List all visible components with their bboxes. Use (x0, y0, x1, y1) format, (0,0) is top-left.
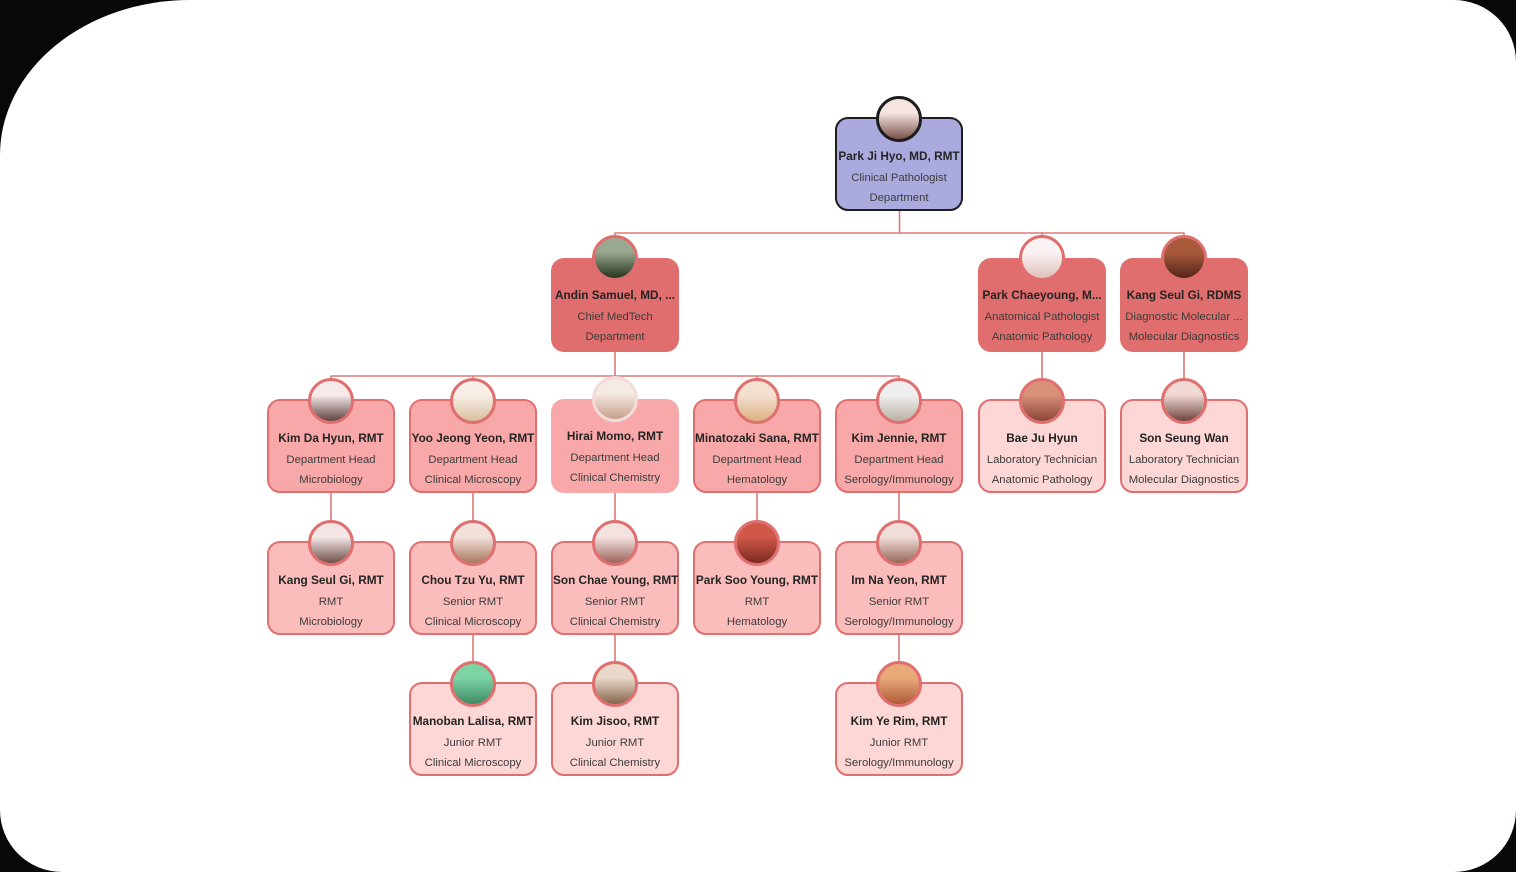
member-avatar (1019, 378, 1065, 424)
org-chart-node[interactable]: Manoban Lalisa, RMT Junior RMT Clinical … (409, 661, 537, 776)
member-role: Anatomical Pathologist (984, 311, 1100, 323)
member-avatar (592, 661, 638, 707)
org-chart-node[interactable]: Andin Samuel, MD, ... Chief MedTech Depa… (551, 235, 679, 352)
member-name: Kim Ye Rim, RMT (850, 714, 948, 728)
member-name: Chou Tzu Yu, RMT (421, 573, 525, 587)
member-avatar (876, 520, 922, 566)
member-department: Molecular Diagnostics (1128, 474, 1240, 486)
member-avatar (1161, 378, 1207, 424)
org-chart-node[interactable]: Hirai Momo, RMT Department Head Clinical… (551, 376, 679, 493)
org-chart-node[interactable]: Kim Ye Rim, RMT Junior RMT Serology/Immu… (835, 661, 963, 776)
org-chart-node[interactable]: Son Seung Wan Laboratory Technician Mole… (1120, 378, 1248, 493)
member-avatar (450, 520, 496, 566)
member-name: Hirai Momo, RMT (566, 429, 664, 443)
member-role: Senior RMT (442, 596, 504, 608)
member-role: RMT (744, 596, 770, 608)
org-chart-node[interactable]: Park Ji Hyo, MD, RMT Clinical Pathologis… (835, 96, 963, 211)
member-role: Department Head (570, 452, 660, 464)
member-avatar (308, 378, 354, 424)
member-name: Park Ji Hyo, MD, RMT (838, 149, 960, 163)
member-department: Clinical Microscopy (424, 757, 522, 769)
member-role: Junior RMT (443, 737, 503, 749)
member-role: Chief MedTech (577, 311, 653, 323)
member-department: Serology/Immunology (844, 474, 954, 486)
member-role: Clinical Pathologist (851, 172, 947, 184)
member-name: Kim Da Hyun, RMT (278, 431, 384, 445)
member-avatar (1161, 235, 1207, 281)
member-name: Manoban Lalisa, RMT (412, 714, 534, 728)
member-department: Molecular Diagnostics (1128, 331, 1240, 343)
member-name: Park Chaeyoung, M... (982, 288, 1102, 302)
member-role: RMT (318, 596, 344, 608)
org-chart-node[interactable]: Kim Da Hyun, RMT Department Head Microbi… (267, 378, 395, 493)
member-avatar (592, 520, 638, 566)
member-name: Andin Samuel, MD, ... (555, 288, 675, 302)
member-role: Laboratory Technician (1128, 454, 1240, 466)
member-department: Hematology (726, 474, 788, 486)
member-name: Im Na Yeon, RMT (851, 573, 947, 587)
member-department: Serology/Immunology (844, 616, 954, 628)
org-chart-node[interactable]: Kim Jisoo, RMT Junior RMT Clinical Chemi… (551, 661, 679, 776)
member-name: Son Seung Wan (1139, 431, 1229, 445)
member-name: Park Soo Young, RMT (695, 573, 819, 587)
member-department: Serology/Immunology (844, 757, 954, 769)
member-role: Department Head (428, 454, 518, 466)
member-avatar (876, 96, 922, 142)
member-avatar (450, 661, 496, 707)
member-department: Clinical Chemistry (569, 616, 661, 628)
member-department: Clinical Chemistry (569, 472, 661, 484)
member-department: Hematology (726, 616, 788, 628)
member-role: Senior RMT (868, 596, 930, 608)
org-chart-node[interactable]: Im Na Yeon, RMT Senior RMT Serology/Immu… (835, 520, 963, 635)
org-chart-node[interactable]: Yoo Jeong Yeon, RMT Department Head Clin… (409, 378, 537, 493)
member-name: Kang Seul Gi, RDMS (1126, 288, 1242, 302)
member-department: Anatomic Pathology (991, 331, 1093, 343)
member-name: Son Chae Young, RMT (553, 573, 679, 587)
member-name: Minatozaki Sana, RMT (695, 431, 819, 445)
member-role: Department Head (854, 454, 944, 466)
member-name: Kang Seul Gi, RMT (278, 573, 384, 587)
member-avatar (1019, 235, 1065, 281)
member-avatar (450, 378, 496, 424)
member-department: Department (585, 331, 645, 343)
member-name: Kim Jisoo, RMT (570, 714, 660, 728)
org-chart-node[interactable]: Park Chaeyoung, M... Anatomical Patholog… (978, 235, 1106, 352)
member-avatar (876, 661, 922, 707)
member-department: Microbiology (299, 616, 363, 628)
org-chart-node[interactable]: Chou Tzu Yu, RMT Senior RMT Clinical Mic… (409, 520, 537, 635)
member-avatar (592, 235, 638, 281)
member-role: Senior RMT (584, 596, 646, 608)
member-role: Junior RMT (869, 737, 929, 749)
member-name: Bae Ju Hyun (1006, 431, 1078, 445)
member-department: Clinical Chemistry (569, 757, 661, 769)
org-chart-node[interactable]: Bae Ju Hyun Laboratory Technician Anatom… (978, 378, 1106, 493)
member-avatar (592, 376, 638, 422)
member-avatar (308, 520, 354, 566)
member-department: Clinical Microscopy (424, 616, 522, 628)
org-chart-node[interactable]: Kang Seul Gi, RDMS Diagnostic Molecular … (1120, 235, 1248, 352)
member-role: Department Head (286, 454, 376, 466)
member-department: Microbiology (299, 474, 363, 486)
member-department: Anatomic Pathology (991, 474, 1093, 486)
member-role: Department Head (712, 454, 802, 466)
member-department: Clinical Microscopy (424, 474, 522, 486)
org-chart-node[interactable]: Son Chae Young, RMT Senior RMT Clinical … (551, 520, 679, 635)
org-chart-node[interactable]: Park Soo Young, RMT RMT Hematology (693, 520, 821, 635)
member-name: Yoo Jeong Yeon, RMT (411, 431, 535, 445)
member-name: Kim Jennie, RMT (851, 431, 947, 445)
member-role: Laboratory Technician (986, 454, 1098, 466)
org-chart-node[interactable]: Kim Jennie, RMT Department Head Serology… (835, 378, 963, 493)
member-role: Junior RMT (585, 737, 645, 749)
org-chart-node[interactable]: Minatozaki Sana, RMT Department Head Hem… (693, 378, 821, 493)
member-role: Diagnostic Molecular ... (1125, 311, 1243, 323)
member-avatar (734, 520, 780, 566)
org-chart-node[interactable]: Kang Seul Gi, RMT RMT Microbiology (267, 520, 395, 635)
member-department: Department (869, 192, 929, 204)
member-avatar (734, 378, 780, 424)
member-avatar (876, 378, 922, 424)
